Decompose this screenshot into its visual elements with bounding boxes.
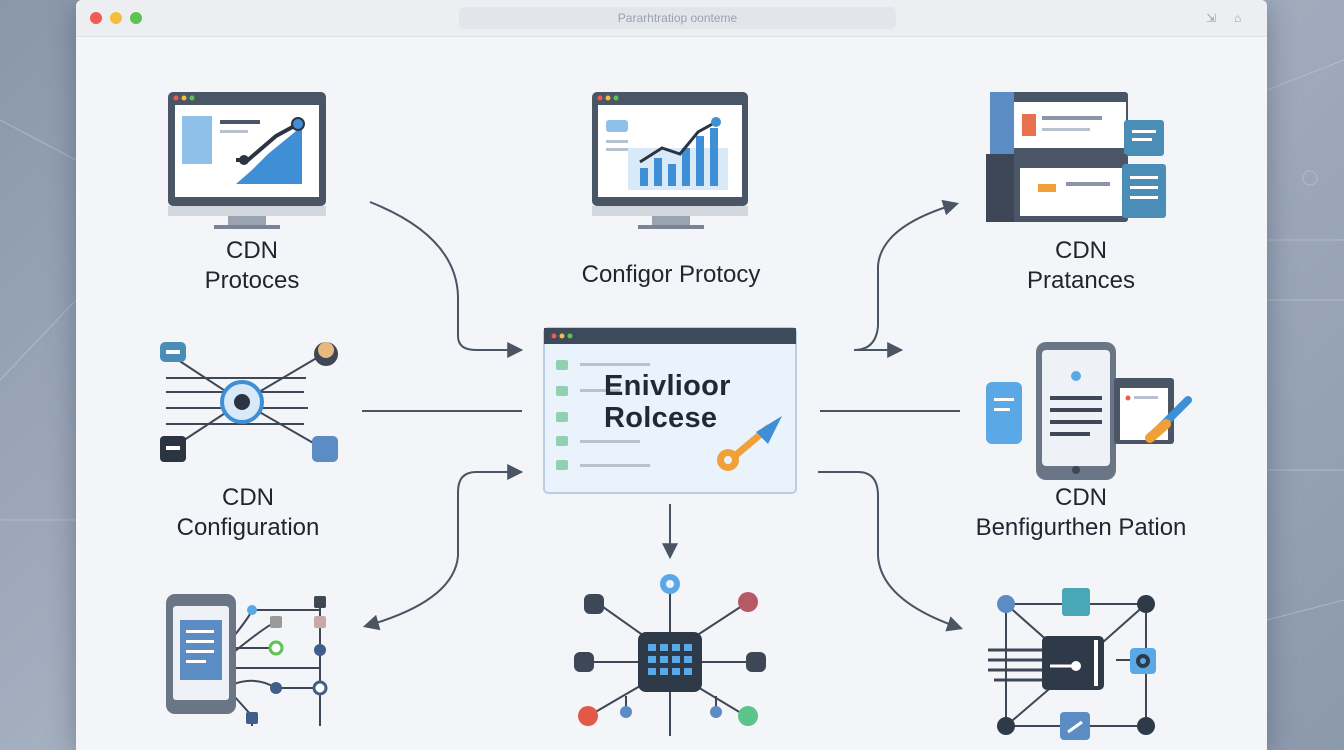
monitor-analytics-icon xyxy=(168,92,326,229)
server-network-icon xyxy=(988,588,1156,740)
center-node xyxy=(543,327,797,494)
title-bar: Pararhtratiop oonteme ⇲ ⌂ xyxy=(76,0,1267,37)
node-top-left-label: CDN Protoces xyxy=(204,237,300,294)
arrow-top-left xyxy=(369,201,524,358)
maximize-button[interactable] xyxy=(130,12,142,24)
node-top-center-label: Configor Protocy xyxy=(581,261,761,288)
minimize-button[interactable] xyxy=(110,12,122,24)
node-mid-right-label: CDN Benfigurthen Pation xyxy=(975,484,1187,541)
center-node-title: Enivlioor Rolcese xyxy=(604,370,731,434)
windows-stack-icon xyxy=(986,92,1166,222)
address-bar[interactable]: Pararhtratiop oonteme xyxy=(459,7,896,29)
arrow-bottom-left xyxy=(362,464,524,631)
arrow-bottom-right xyxy=(818,471,964,632)
connectors xyxy=(362,199,964,632)
network-hub-icon xyxy=(160,342,338,462)
monitor-chart-icon xyxy=(592,92,748,229)
close-button[interactable] xyxy=(90,12,102,24)
arrow-top-right xyxy=(853,199,960,358)
node-top-right-label: CDN Pratances xyxy=(1026,237,1136,294)
share-icon[interactable]: ⇲ xyxy=(1206,11,1217,25)
app-window: Pararhtratiop oonteme ⇲ ⌂ xyxy=(76,0,1267,750)
mobile-edit-icon xyxy=(986,342,1192,480)
diagram-canvas xyxy=(160,92,1192,740)
chip-network-icon xyxy=(574,574,766,736)
node-mid-left-label: CDN Configuration xyxy=(176,484,320,541)
phone-network-icon xyxy=(166,594,328,726)
lock-icon[interactable]: ⌂ xyxy=(1234,11,1242,25)
key-icon xyxy=(717,416,782,471)
